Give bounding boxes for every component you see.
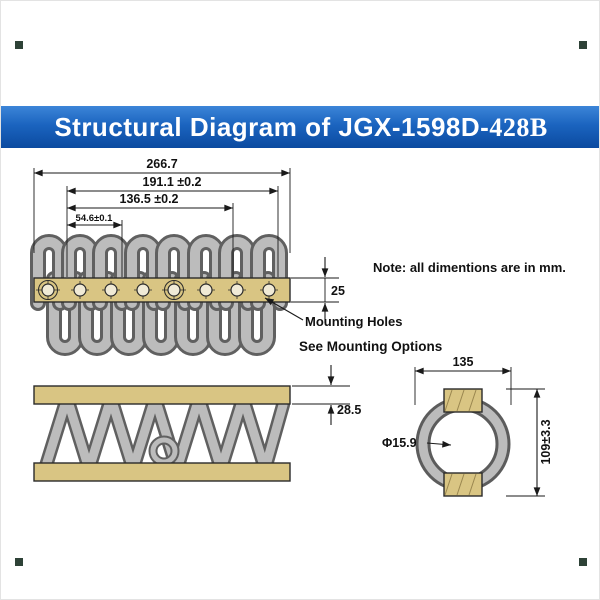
hatch-lines bbox=[444, 389, 477, 412]
mounting-hole bbox=[260, 281, 278, 299]
dimension-span-small: 54.6±0.1 bbox=[67, 213, 122, 229]
wire-diameter-callout: Φ15.9 bbox=[382, 436, 452, 450]
clamp-block-top bbox=[443, 388, 483, 413]
mounting-holes-label: Mounting Holes bbox=[305, 314, 403, 329]
clamp-block-bottom bbox=[443, 472, 483, 497]
corner-mark bbox=[579, 558, 587, 566]
front-view: 266.7 191.1 ±0.2 136.5 ±0.2 54.6±0.1 bbox=[34, 157, 566, 354]
mounting-hole bbox=[228, 281, 246, 299]
mounting-hole bbox=[162, 280, 186, 300]
dim-span-small-text: 54.6±0.1 bbox=[76, 213, 114, 224]
top-view: 28.5 bbox=[33, 365, 361, 482]
dimension-span-outer: 191.1 ±0.2 bbox=[67, 175, 278, 195]
mounting-holes bbox=[36, 280, 278, 300]
wire-loop-end bbox=[148, 435, 180, 467]
end-view: 135 Φ15.9 109±3.3 bbox=[382, 355, 553, 497]
mounting-hole bbox=[197, 281, 215, 299]
dim-bar-width-text: 28.5 bbox=[337, 403, 361, 417]
mounting-hole bbox=[102, 281, 120, 299]
page-title-main: Structural Diagram of JGX-1598D- bbox=[54, 111, 490, 142]
coil-wires-plan bbox=[40, 393, 288, 474]
clamp-bar-bottom bbox=[33, 462, 291, 482]
dimension-bar-width: 28.5 bbox=[292, 365, 361, 425]
dim-end-width-text: 135 bbox=[453, 355, 474, 369]
dim-end-height-text: 109±3.3 bbox=[539, 419, 553, 464]
page-title-suffix: 428B bbox=[489, 112, 548, 142]
corner-mark bbox=[15, 558, 23, 566]
corner-mark bbox=[15, 41, 23, 49]
page-title: Structural Diagram of JGX-1598D-428B bbox=[54, 112, 547, 143]
note-text: Note: all dimentions are in mm. bbox=[373, 260, 566, 275]
dim-wire-diameter-text: Φ15.9 bbox=[382, 436, 417, 450]
title-banner: Structural Diagram of JGX-1598D-428B bbox=[1, 106, 599, 148]
mounting-hole bbox=[134, 281, 152, 299]
mounting-options-label: See Mounting Options bbox=[299, 339, 442, 354]
mounting-hole bbox=[36, 280, 60, 300]
dimension-end-width: 135 bbox=[414, 355, 512, 405]
corner-mark bbox=[579, 41, 587, 49]
dimension-span-mid: 136.5 ±0.2 bbox=[67, 192, 233, 212]
dim-span-mid-text: 136.5 ±0.2 bbox=[120, 192, 179, 206]
hatch-lines bbox=[444, 473, 477, 496]
extension-lines-front bbox=[33, 168, 291, 277]
dim-span-outer-text: 191.1 ±0.2 bbox=[143, 175, 202, 189]
mounting-holes-callout: Mounting Holes See Mounting Options bbox=[264, 297, 442, 354]
clamp-bar-top bbox=[33, 385, 291, 405]
dimension-end-height: 109±3.3 bbox=[506, 388, 553, 497]
dimension-bar-height: 25 bbox=[291, 257, 345, 323]
dim-overall-length-text: 266.7 bbox=[146, 157, 177, 171]
mounting-hole bbox=[71, 281, 89, 299]
dimension-overall-length: 266.7 bbox=[33, 157, 290, 177]
dim-bar-height-text: 25 bbox=[331, 284, 345, 298]
